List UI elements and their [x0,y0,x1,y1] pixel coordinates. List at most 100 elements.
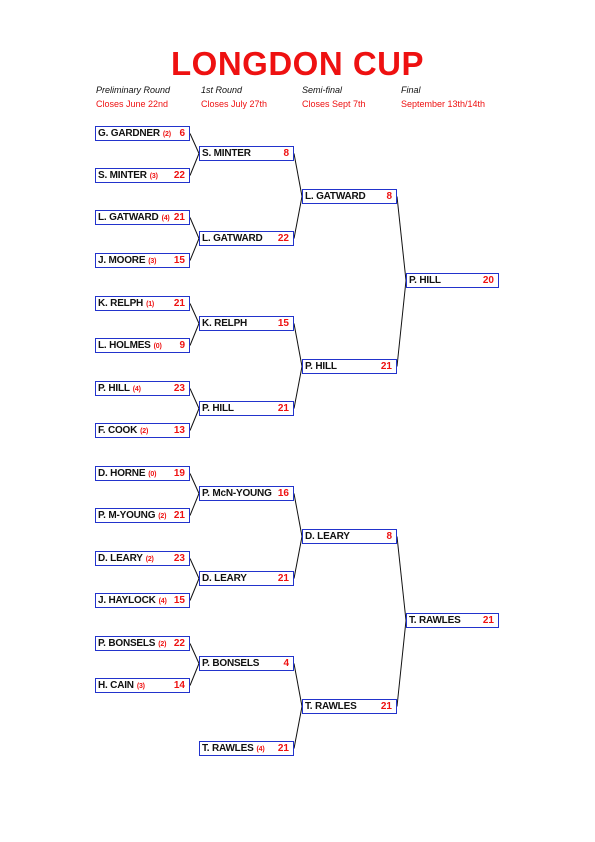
connector-line [396,196,407,281]
player-score: 22 [277,233,289,244]
player-seed: (4) [132,386,141,393]
player-score: 22 [173,170,185,181]
player-score: 21 [277,573,289,584]
player-score: 14 [173,680,185,691]
player-seed: (2) [140,428,149,435]
connector-line [189,323,200,346]
player-name-text: P. BONSELS [202,658,260,669]
player-name-text: P. HILL [305,361,337,372]
match-entry-preliminary: H. CAIN(3)14 [95,678,190,693]
player-score: 22 [173,638,185,649]
player-name-text: F. COOK [98,425,138,436]
player-name: P. McN-YOUNG [202,488,272,499]
connector-line [293,536,303,579]
player-score: 9 [179,340,185,351]
player-score: 4 [283,658,289,669]
match-entry-preliminary: G. GARDNER(2)6 [95,126,190,141]
player-name-text: L. GATWARD [305,191,366,202]
player-score: 21 [482,615,494,626]
match-entry-preliminary: K. RELPH(1)21 [95,296,190,311]
player-seed: (0) [148,471,157,478]
player-name: D. LEARY [305,531,350,542]
player-score: 16 [277,488,289,499]
player-name-text: P. HILL [202,403,234,414]
match-entry-first-round: T. RAWLES(4) 21 [199,741,294,756]
connector-line [189,303,200,324]
player-name: G. GARDNER(2) [98,128,171,139]
match-entry-preliminary: L. GATWARD(4)21 [95,210,190,225]
match-entry-preliminary: F. COOK(2) 13 [95,423,190,438]
match-entry-preliminary: J. MOORE(3)15 [95,253,190,268]
round-closes-preliminary: Closes June 22nd [96,99,169,109]
player-name: D. HORNE(0) [98,468,156,479]
player-seed: (2) [162,131,171,138]
player-name-text: D. LEARY [305,531,350,542]
player-name: P. HILL(4) [98,383,141,394]
match-entry-first-round: D. LEARY 21 [199,571,294,586]
player-name-text: G. GARDNER [98,128,160,139]
connector-line [189,558,200,579]
player-name: T. RAWLES [409,615,461,626]
round-name-preliminary: Preliminary Round [96,85,171,95]
round-closes-semi: Closes Sept 7th [302,99,366,109]
connector-line [293,153,303,197]
round-closes-final: September 13th/14th [401,99,486,109]
player-name: T. RAWLES(4) [202,743,265,754]
player-name: J. HAYLOCK(4) [98,595,167,606]
match-entry-preliminary: D. LEARY(2)23 [95,551,190,566]
match-entry-first-round: P. McN-YOUNG 16 [199,486,294,501]
connector-line [396,280,407,367]
player-name: K. RELPH(1) [98,298,154,309]
player-score: 21 [277,403,289,414]
player-name: T. RAWLES [305,701,357,712]
player-seed: (2) [158,513,167,520]
player-name: L. HOLMES(0) [98,340,162,351]
connector-line [293,493,303,537]
player-name-text: P. McN-YOUNG [202,488,272,499]
player-seed: (2) [158,641,167,648]
player-score: 21 [380,361,392,372]
player-name-text: L. HOLMES [98,340,151,351]
player-name: P. HILL [409,275,441,286]
player-name-text: D. HORNE [98,468,146,479]
player-name-text: J. HAYLOCK [98,595,156,606]
player-score: 21 [277,743,289,754]
player-name-text: P. M-YOUNG [98,510,156,521]
connector-line [189,153,200,176]
match-entry-semi-final: P. HILL 21 [302,359,397,374]
connector-line [189,238,200,261]
connector-line [189,133,200,154]
connector-line [396,536,407,621]
player-score: 21 [173,212,185,223]
player-score: 13 [173,425,185,436]
player-score: 8 [386,191,392,202]
player-score: 19 [173,468,185,479]
connector-line [189,578,200,601]
player-name-text: T. RAWLES [409,615,461,626]
player-score: 15 [173,255,185,266]
connector-line [293,196,303,239]
player-name: D. LEARY [202,573,247,584]
player-name: D. LEARY(2) [98,553,154,564]
player-name-text: D. LEARY [98,553,143,564]
player-name: F. COOK(2) [98,425,148,436]
player-seed: (4) [256,746,265,753]
player-seed: (4) [161,215,170,222]
player-name-text: S. MINTER [202,148,251,159]
match-entry-first-round: P. BONSELS 4 [199,656,294,671]
connector-line [189,643,200,664]
round-name-semi: Semi-final [302,85,343,95]
player-name: K. RELPH [202,318,247,329]
round-name-final: Final [401,85,421,95]
match-entry-final: T. RAWLES 21 [406,613,499,628]
player-name-text: T. RAWLES [202,743,254,754]
connector-line [396,620,407,707]
player-name: S. MINTER(3) [98,170,158,181]
connector-line [293,366,303,409]
player-seed: (3) [149,173,158,180]
player-name-text: L. GATWARD [98,212,159,223]
player-name-text: P. HILL [409,275,441,286]
match-entry-preliminary: L. HOLMES(0) 9 [95,338,190,353]
